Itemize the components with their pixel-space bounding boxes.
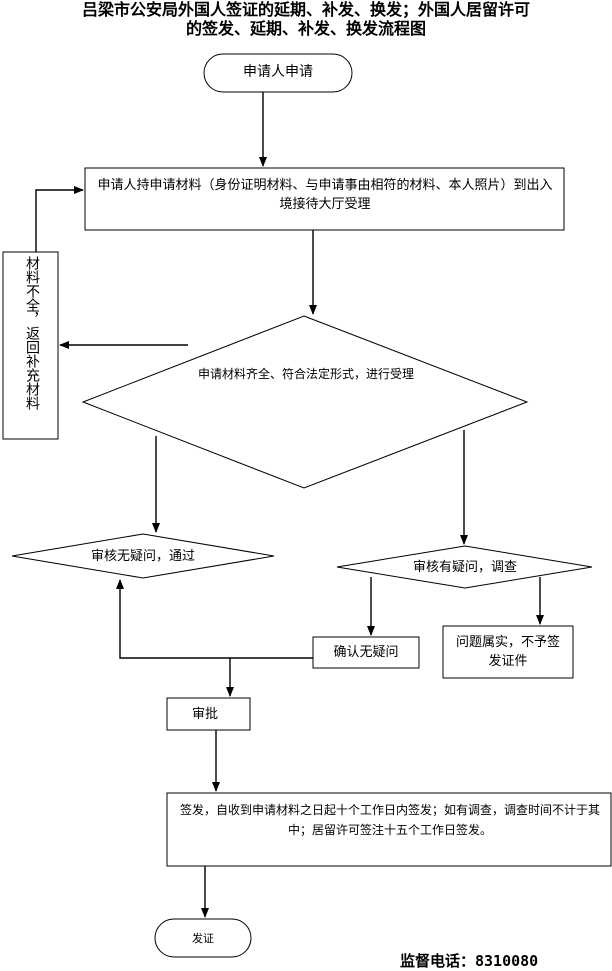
approve-box: [166, 697, 251, 731]
title-line-1: 吕梁市公安局外国人签证的延期、补发、换发；外国人居留许可: [81, 0, 530, 19]
submit-label: 申请人持申请材料（身份证明材料、与申请事由相符的材料、本人照片）到出入境接待大厅…: [97, 178, 553, 212]
issue-rule-box: [166, 792, 612, 867]
apply-label: 申请人申请: [243, 64, 313, 80]
review-doubt-diamond: [336, 545, 593, 589]
submit-box: [84, 167, 565, 231]
apply-node: [203, 53, 353, 93]
reject-box: [442, 625, 574, 679]
incomplete-label: 材料不全，返回补充材料: [24, 256, 40, 410]
reject-label: 问题属实，不予签发证件: [455, 635, 560, 669]
accept-check-label: 申请材料齐全、符合法定形式，进行受理: [198, 367, 415, 381]
confirm-label: 确认无疑问: [333, 645, 399, 660]
issue-rule-label: 签发，自收到申请材料之日起十个工作日内签发；如有调查，调查时间不计于其中；居留许…: [179, 803, 600, 837]
review-doubt-label: 审核有疑问，调查: [412, 560, 517, 575]
review-pass-diamond: [11, 533, 275, 579]
issue-node: [154, 918, 252, 958]
issue-label: 发证: [192, 932, 214, 945]
incomplete-box: [2, 251, 59, 440]
title-line-2: 的签发、延期、补发、换发流程图: [185, 19, 426, 38]
approve-label: 审批: [192, 707, 219, 722]
supervision-hotline: 监督电话：8310080: [400, 952, 539, 970]
arrow-incomplete-to-submit: [35, 186, 84, 252]
accept-diamond: [81, 315, 529, 489]
confirm-box: [312, 636, 420, 669]
arrow-confirm-to-pass: [116, 579, 313, 659]
review-pass-label: 审核无疑问，通过: [90, 549, 195, 564]
